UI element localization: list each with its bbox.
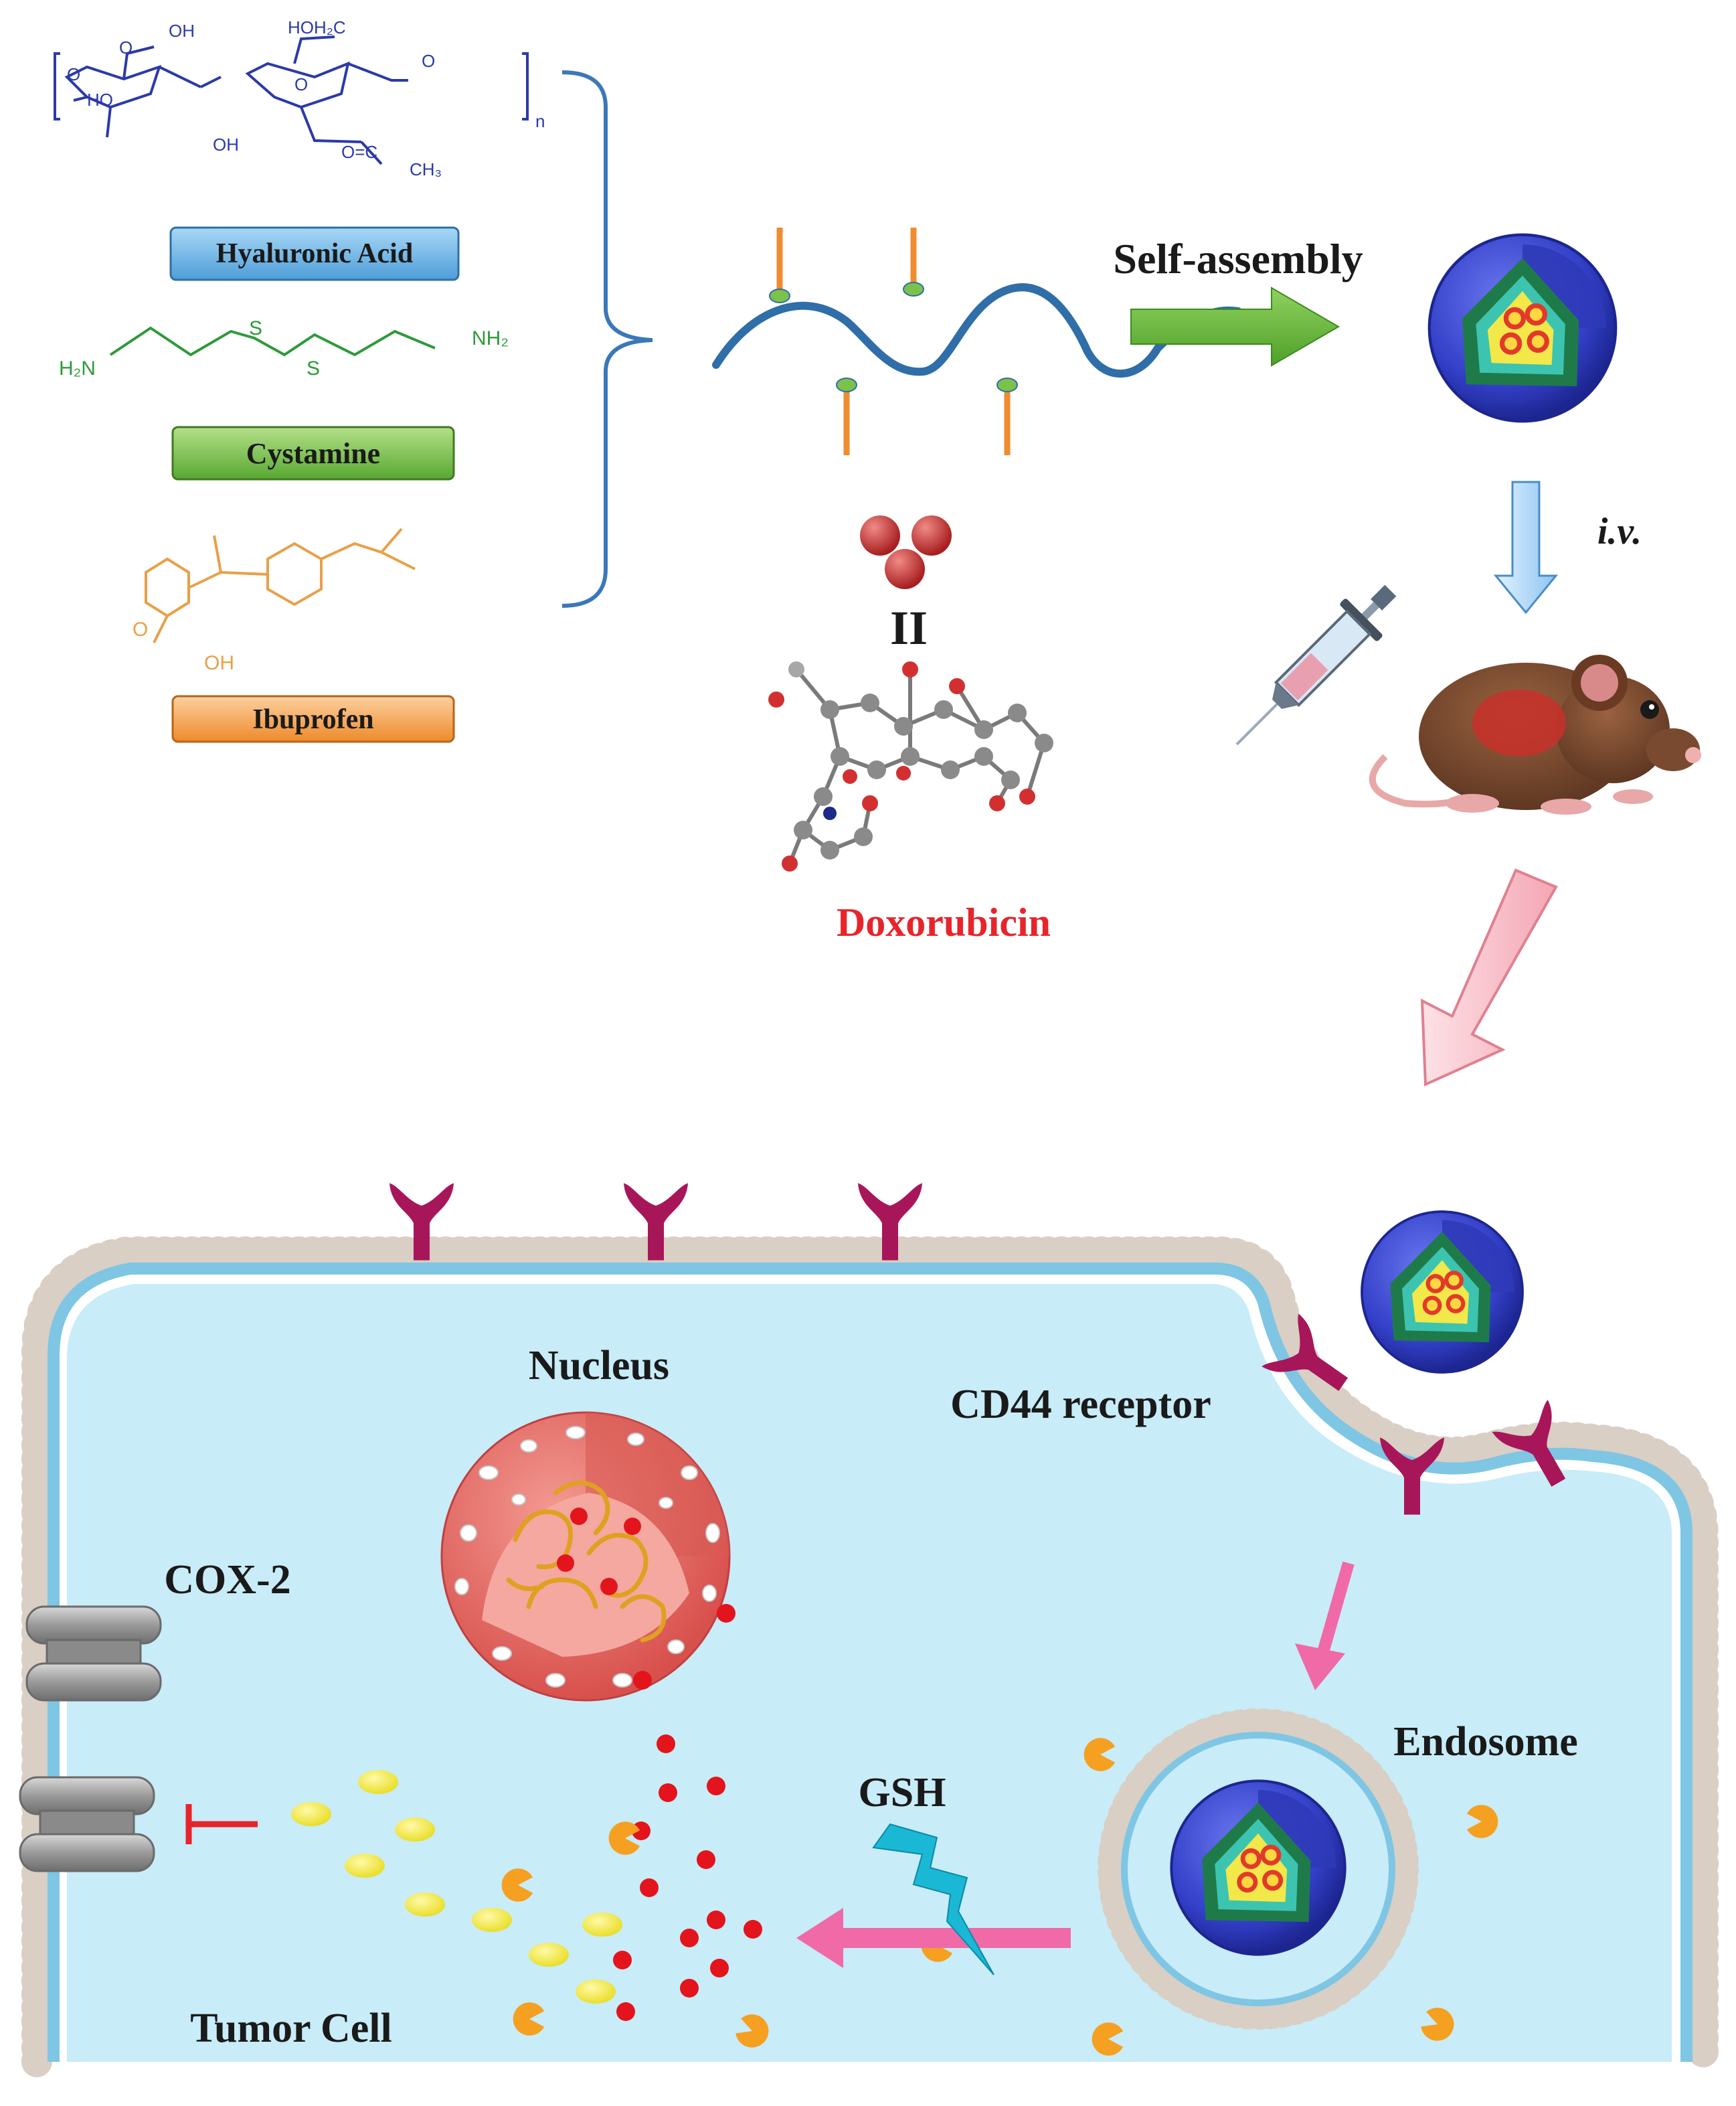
nucleus-label: Nucleus [529, 1343, 669, 1388]
cystamine-atom: S [307, 357, 320, 380]
ibuprofen-atom: OH [204, 652, 234, 674]
doxorubicin-label: Doxorubicin [837, 900, 1051, 945]
cystamine-atom: H₂N [59, 357, 96, 380]
doxorubicin-atoms [768, 661, 1053, 872]
self-assembly-label: Self-assembly [1113, 235, 1363, 282]
ibuprofen-text: Ibuprofen [252, 704, 373, 735]
release-arrow [796, 1908, 1071, 1968]
hyaluronic-acid-structure [54, 35, 529, 165]
tumor-cell-label: Tumor Cell [190, 2006, 392, 2051]
mouse-icon [1369, 655, 1701, 815]
ha-atom: OH [213, 135, 239, 155]
equals-sign: II [890, 601, 928, 655]
tumor-cell-membrane-tails [48, 1263, 1692, 2062]
nanoparticle-binding [1362, 1212, 1523, 1372]
nucleus [440, 1411, 731, 1702]
cox2-inhibition-mark [185, 1804, 258, 1844]
tumor-cell-outer-membrane [21, 1236, 1719, 2077]
ha-atom: HOH₂C [288, 17, 346, 37]
hyaluronic-acid-text: Hyaluronic Acid [216, 238, 413, 269]
ha-atom: O=C [341, 142, 377, 162]
cox2-label: COX-2 [164, 1557, 290, 1603]
cystamine-label: Cystamine [171, 426, 455, 481]
ibuprofen-label: Ibuprofen [171, 695, 455, 743]
ibuprofen-molecules [291, 1770, 622, 2004]
ha-atom: CH₃ [410, 159, 442, 179]
ha-atom: O [422, 51, 435, 71]
doxorubicin-cluster [860, 515, 952, 589]
doxorubicin-molecule [788, 668, 1046, 865]
doxorubicin-released [613, 1604, 762, 2021]
gsh-label: GSH [859, 1770, 946, 1815]
nanoparticle-endosome [1171, 1781, 1344, 1954]
ha-atom: O [67, 64, 80, 84]
gsh-bolt [872, 1823, 994, 1975]
cystamine-structure [109, 326, 436, 357]
iv-arrow [1493, 481, 1559, 615]
self-assembly-arrow [1130, 287, 1340, 367]
cystamine-text: Cystamine [246, 437, 380, 470]
polymer-conjugate [712, 228, 1242, 455]
ibuprofen-atom: O [133, 619, 148, 641]
ibuprofen-structure [145, 528, 416, 643]
hyaluronic-acid-label: Hyaluronic Acid [169, 226, 460, 281]
ha-atom: n [535, 111, 545, 131]
grouping-bracket [561, 70, 653, 608]
cystamine-atom: S [249, 317, 262, 339]
syringe-icon [1235, 584, 1397, 746]
delivery-arrow [1420, 868, 1558, 1087]
ha-atom: OH [169, 21, 195, 41]
cox2-channel-upper [25, 1605, 162, 1702]
ha-atom: HO [87, 90, 113, 110]
cystamine-atom: NH₂ [472, 327, 509, 349]
ha-atom: O [119, 37, 133, 58]
internalization-arrow [1316, 1561, 1355, 1659]
ha-atom: O [294, 74, 308, 94]
endosome-label: Endosome [1393, 1719, 1578, 1765]
cd44-receptor-label: CD44 receptor [950, 1382, 1211, 1427]
cox2-channel-lower [19, 1776, 155, 1872]
nanoparticle-assembled [1429, 235, 1616, 421]
internalization-arrowhead [1295, 1643, 1345, 1690]
iv-label: i.v. [1597, 511, 1642, 552]
